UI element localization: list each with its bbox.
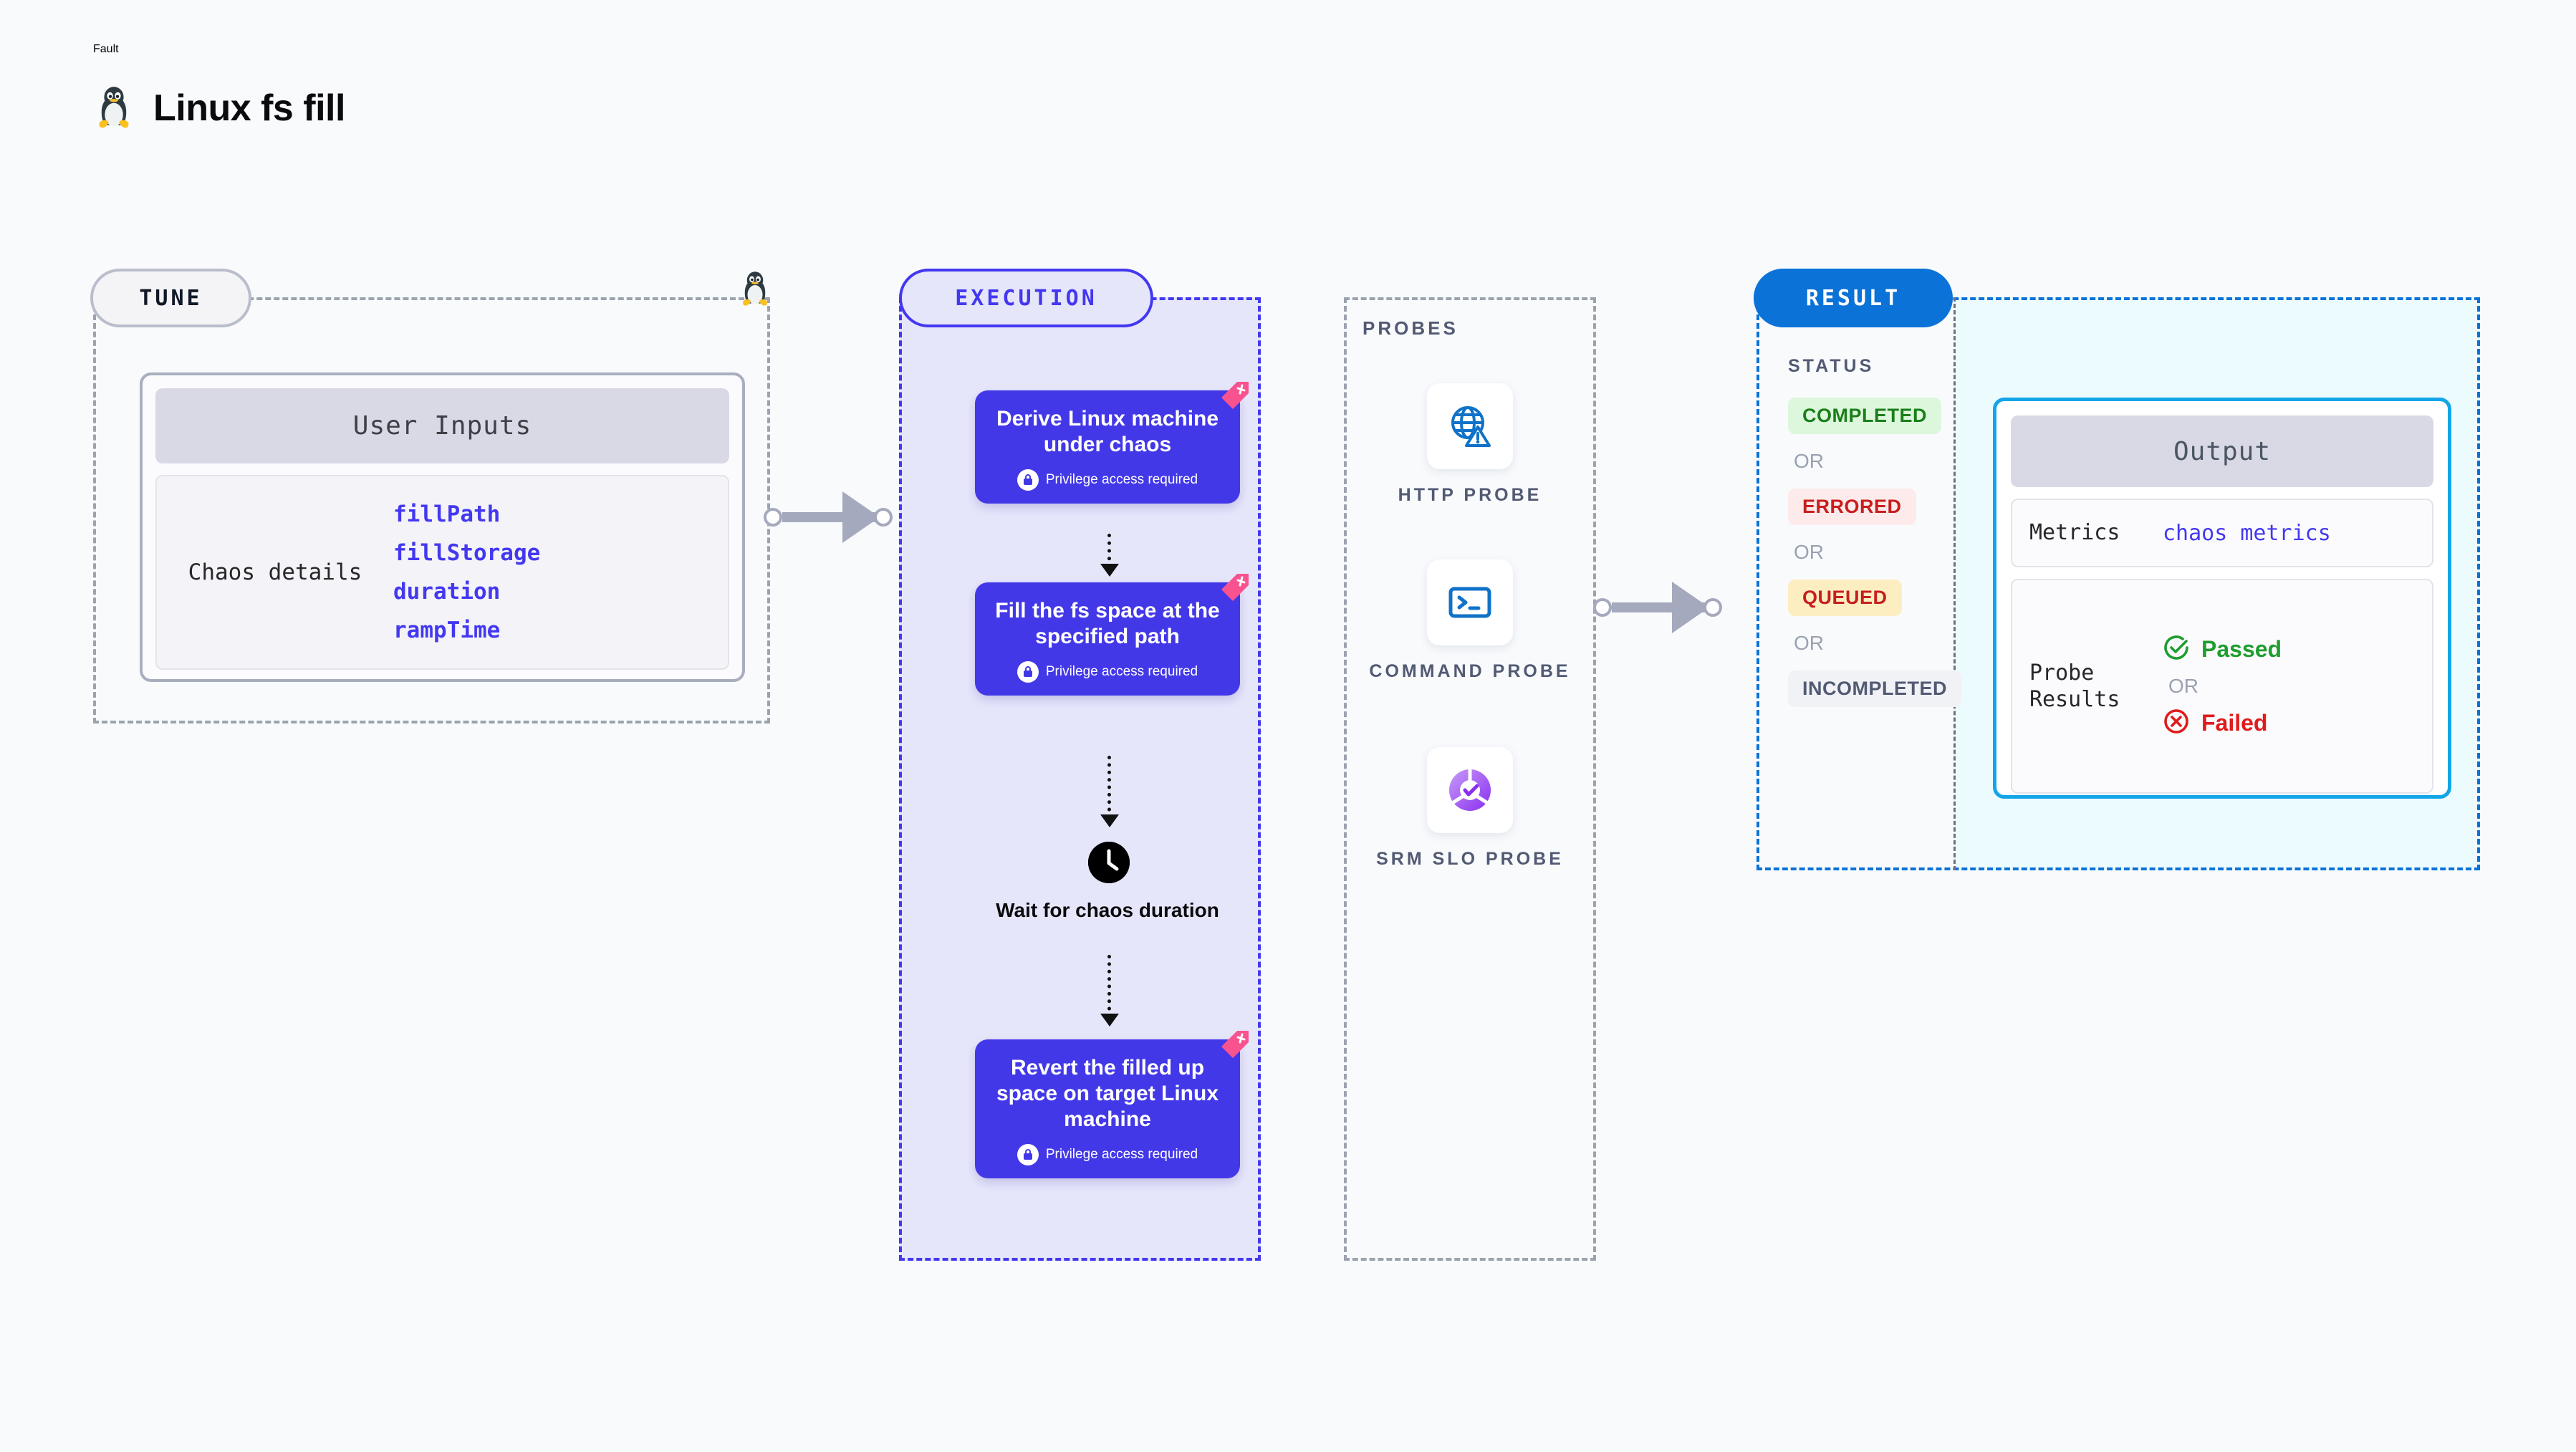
passed-label: Passed [2201,636,2282,662]
probe-label: COMMAND PROBE [1369,661,1571,681]
or-separator: OR [1794,450,1824,472]
result-pill[interactable]: RESULT [1754,269,1953,327]
result-stage: RESULT STATUS COMPLETED OR ERRORED OR QU… [1754,269,2480,870]
result-status-column [1756,297,1956,870]
probes-section-label: PROBES [1363,317,1458,339]
chaos-param-duration[interactable]: duration [393,579,501,605]
result-stage-border [1756,297,2480,870]
connector-arrowhead [1672,582,1709,633]
status-badge-list: COMPLETED OR ERRORED OR QUEUED OR INCOMP… [1788,398,1962,707]
chaos-params-list: fillPath fillStorage duration rampTime [393,501,540,643]
x-circle-icon [2163,708,2190,739]
step-title: Revert the filled up space on target Lin… [996,1056,1219,1131]
terminal-icon [1427,559,1513,645]
privilege-note: Privilege access required [986,1144,1229,1165]
probes-stage: PROBES HTTP PROBE COMMAND PROBE [1344,297,1596,1261]
chaos-param-fillpath[interactable]: fillPath [393,501,501,527]
or-separator: OR [2168,675,2198,697]
step-connector-arrow [1100,1014,1119,1027]
output-card: Output Metrics chaos metrics Probe Resul… [1993,398,2451,799]
status-badge: INCOMPLETED [1788,670,1962,707]
status-label: STATUS [1788,356,1875,376]
privilege-note: Privilege access required [986,469,1229,491]
execution-step-card[interactable]: Revert the filled up space on target Lin… [975,1031,1249,1178]
status-badge: COMPLETED [1788,398,1942,434]
step-connector-line [1107,534,1111,568]
metrics-value[interactable]: chaos metrics [2163,520,2331,546]
probe-label: SRM SLO PROBE [1376,849,1564,869]
chaos-param-fillstorage[interactable]: fillStorage [393,540,541,566]
execution-stage: EXECUTION Derive Linux machine under cha… [899,269,1261,1261]
privilege-note-text: Privilege access required [1045,664,1198,679]
flag-ribbon-icon [1219,379,1251,412]
privilege-note-text: Privilege access required [1045,1147,1198,1162]
execution-step-card[interactable]: Derive Linux machine under chaos Privile… [975,382,1249,504]
chaos-param-ramptime[interactable]: rampTime [393,617,501,643]
probe-results-values: Passed OR Failed [2163,634,2282,739]
fault-kicker: Fault [93,43,119,55]
chaos-details-box: Chaos details fillPath fillStorage durat… [155,475,729,670]
lock-icon [1017,661,1039,683]
probe-results-row: Probe Results Passed OR [2011,579,2433,794]
or-separator: OR [1794,541,1824,563]
execution-pill[interactable]: EXECUTION [899,269,1153,327]
connector-node-start [1593,598,1612,617]
connector-arrowhead [842,491,880,543]
status-badge: ERRORED [1788,489,1916,525]
failed-label: Failed [2201,710,2268,736]
step-connector-line [1107,756,1111,819]
page-header: Fault Linux fs fill [93,43,345,130]
privilege-note: Privilege access required [986,661,1229,683]
connector-node-end [1703,598,1722,617]
or-separator: OR [1794,632,1824,654]
tune-stage: TUNE User Inputs Chaos details fillPath … [90,269,770,723]
probe-item-http[interactable]: HTTP PROBE [1344,383,1596,508]
user-inputs-header: User Inputs [155,388,729,463]
step-connector-arrow [1100,564,1119,577]
probe-item-srm-slo[interactable]: SRM SLO PROBE [1344,747,1596,872]
step-connector-line [1107,955,1111,1018]
probe-result-failed: Failed [2163,708,2282,739]
step-title: Derive Linux machine under chaos [996,407,1219,456]
check-circle-icon [2163,634,2190,665]
step-title: Fill the fs space at the specified path [995,599,1220,648]
page-title: Linux fs fill [153,87,345,129]
probe-results-key: Probe Results [2029,660,2120,713]
execution-step-card[interactable]: Fill the fs space at the specified path … [975,574,1249,696]
connector-tune-to-execution [764,491,907,543]
chaos-details-label: Chaos details [188,559,362,585]
wait-step-label: Wait for chaos duration [996,899,1219,921]
step-connector-arrow [1100,814,1119,827]
probe-result-passed: Passed [2163,634,2282,665]
metrics-row: Metrics chaos metrics [2011,499,2433,567]
privilege-note-text: Privilege access required [1045,472,1198,487]
flag-ribbon-icon [1219,1028,1251,1061]
globe-warning-icon [1427,383,1513,469]
user-inputs-card: User Inputs Chaos details fillPath fillS… [140,372,745,682]
probe-item-command[interactable]: COMMAND PROBE [1344,559,1596,684]
metrics-key: Metrics [2029,520,2120,546]
probe-label: HTTP PROBE [1398,485,1542,505]
connector-node-end [874,508,893,527]
lock-icon [1017,1144,1039,1165]
output-header: Output [2011,415,2433,487]
tux-penguin-icon [93,86,135,130]
connector-node-start [764,508,782,527]
lock-icon [1017,469,1039,491]
connector-probes-to-result [1593,582,1772,633]
tune-pill[interactable]: TUNE [90,269,251,327]
tux-penguin-icon [738,271,772,312]
status-badge: QUEUED [1788,580,1902,616]
clock-icon [1088,842,1130,883]
slo-donut-check-icon [1427,747,1513,833]
flag-ribbon-icon [1219,571,1251,604]
